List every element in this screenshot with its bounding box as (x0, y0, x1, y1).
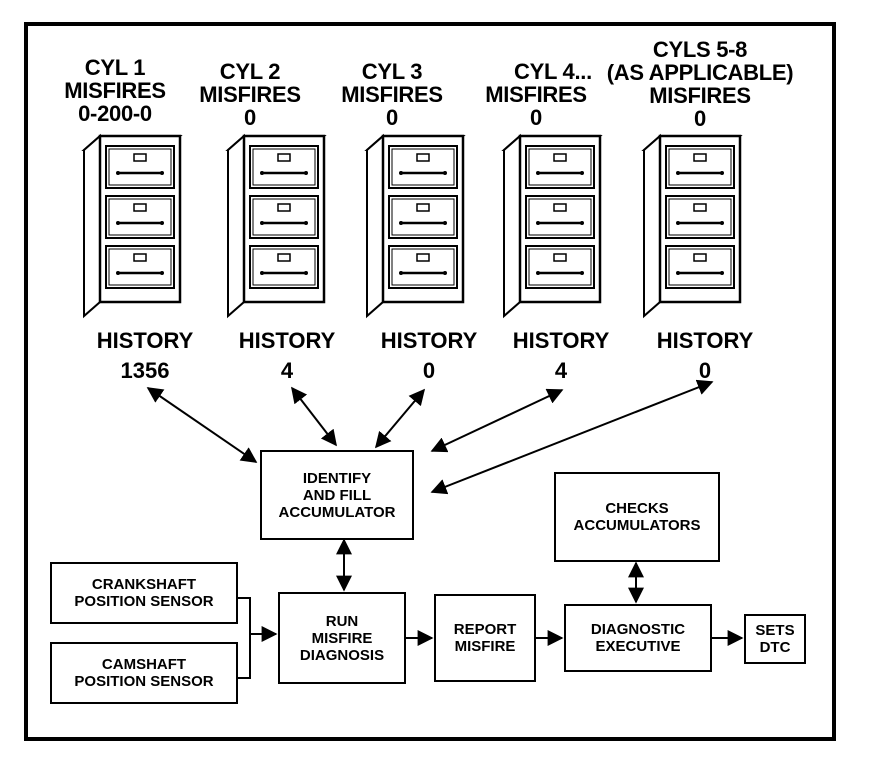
cyl5-8-history: HISTORY 0 (656, 328, 754, 383)
cyl2-history: HISTORY 4 (238, 328, 336, 383)
identify-accumulator-box: IDENTIFY AND FILL ACCUMULATOR (260, 450, 414, 540)
arrow-cyl2-accumulator (291, 386, 337, 447)
crankshaft-sensor-box: CRANKSHAFT POSITION SENSOR (50, 562, 238, 624)
cyl3-header: CYL 3 MISFIRES 0 (341, 59, 443, 130)
cyl4-header: CYL 4... MISFIRES 0 (485, 59, 592, 130)
cabinet-cyl1 (82, 134, 182, 318)
cyl1-header: CYL 1 MISFIRES 0-200-0 (64, 55, 166, 126)
report-misfire-box: REPORT MISFIRE (434, 594, 536, 682)
cyl1-history: HISTORY 1356 (96, 328, 194, 383)
camshaft-sensor-box: CAMSHAFT POSITION SENSOR (50, 642, 238, 704)
cyl5-8-header: CYLS 5-8 (AS APPLICABLE) MISFIRES 0 (606, 37, 794, 131)
cabinet-cyl2 (226, 134, 326, 318)
checks-accumulators-box: CHECKS ACCUMULATORS (554, 472, 720, 562)
arrow-cyl3-accumulator (374, 388, 426, 449)
cyl3-history: HISTORY 0 (380, 328, 478, 383)
arrow-cyl4-accumulator (430, 388, 564, 453)
cyl2-header: CYL 2 MISFIRES 0 (199, 59, 301, 130)
sets-dtc-box: SETS DTC (744, 614, 806, 664)
diagnostic-executive-box: DIAGNOSTIC EXECUTIVE (564, 604, 712, 672)
arrow-cyl1-accumulator (146, 387, 258, 463)
run-misfire-box: RUN MISFIRE DIAGNOSIS (278, 592, 406, 684)
cabinet-cyl4 (502, 134, 602, 318)
diagram-frame (24, 22, 836, 741)
sensor-merge-line (238, 597, 251, 679)
cyl4-history: HISTORY 4 (512, 328, 610, 383)
cabinet-cyl3 (365, 134, 465, 318)
cabinet-cyl5-8 (642, 134, 742, 318)
arrow-cyl5-8-accumulator (430, 379, 714, 495)
